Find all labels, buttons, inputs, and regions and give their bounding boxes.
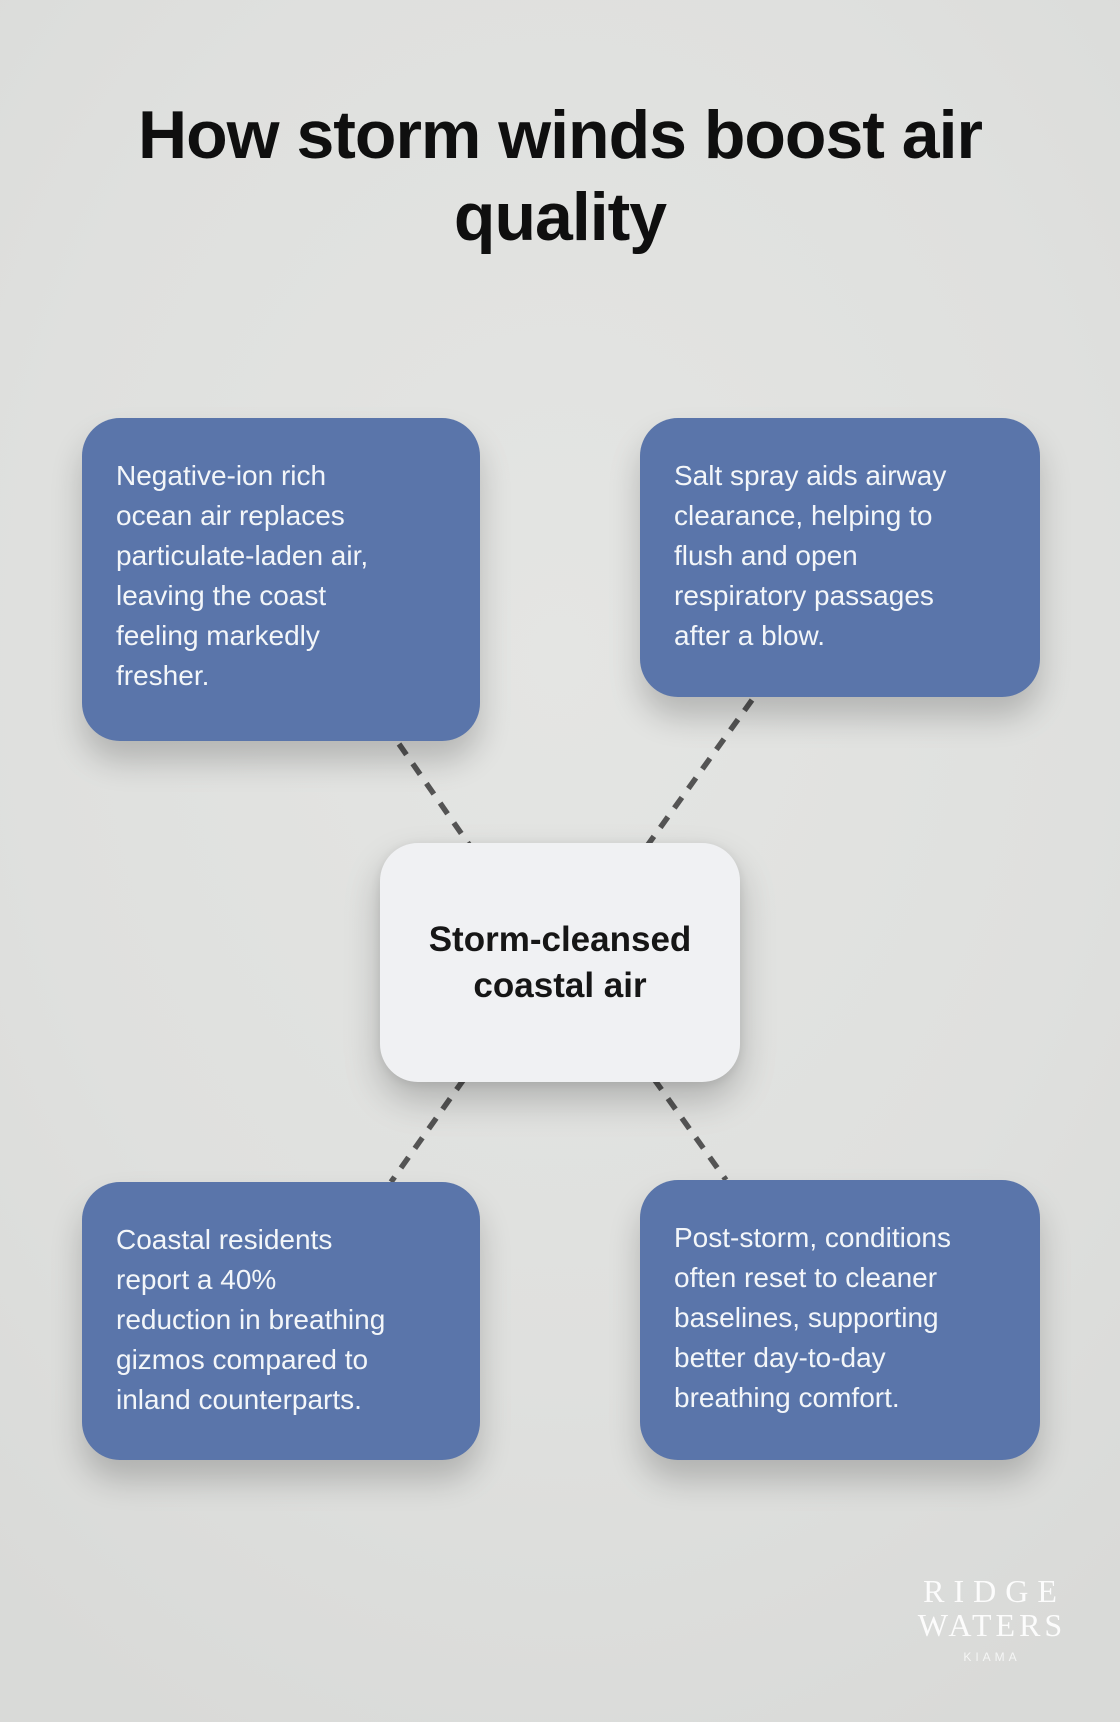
connector-bottom-right <box>651 1077 729 1182</box>
page-title: How storm winds boost air quality <box>138 97 983 255</box>
logo-line-waters: WATERS <box>917 1607 1067 1643</box>
node-bottom-right: Post-storm, conditions often reset to cl… <box>640 1180 1040 1460</box>
node-top-left: Negative-ion rich ocean air replaces par… <box>82 418 480 741</box>
node-bottom-left: Coastal residents report a 40% reduction… <box>82 1182 480 1460</box>
connector-top-left <box>396 742 473 848</box>
logo-tagline: KIAMA <box>963 1650 1021 1664</box>
brand-logo: RIDGE WATERS KIAMA <box>895 1574 1085 1664</box>
node-top-right: Salt spray aids airway clearance, helpin… <box>640 418 1040 697</box>
connector-bottom-left <box>388 1077 467 1184</box>
center-node: Storm-cleansed coastal air <box>380 843 740 1082</box>
logo-line-ridge: RIDGE <box>923 1573 1066 1609</box>
connector-top-right <box>644 698 755 848</box>
